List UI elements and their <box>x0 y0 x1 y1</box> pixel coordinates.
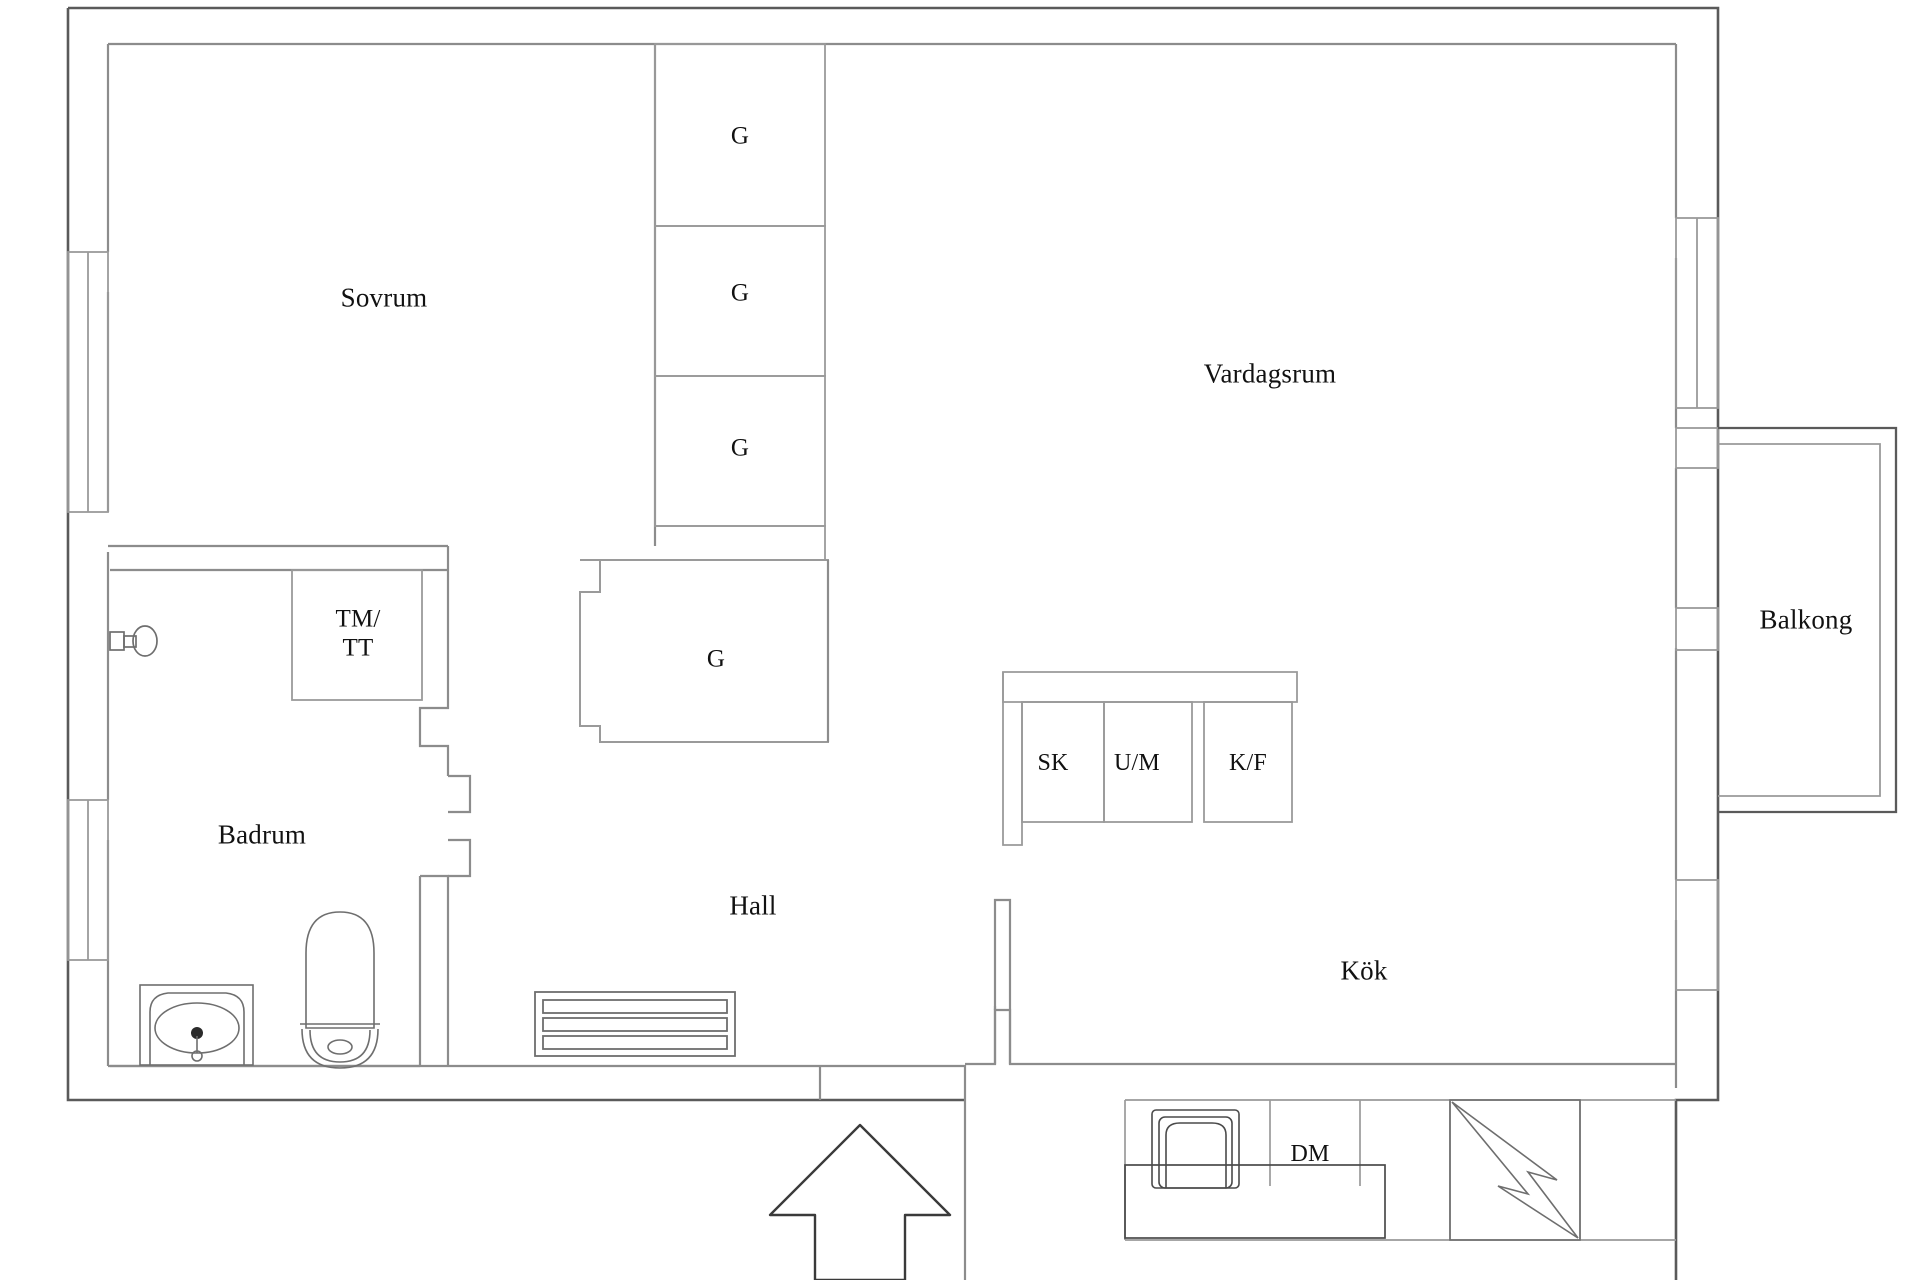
toilet-icon <box>300 911 380 1069</box>
kitchen-cabinet-run <box>1124 1099 1676 1241</box>
sovrum-walls <box>108 44 657 570</box>
kok-vertical-divider <box>993 898 1012 1064</box>
window-right-vardagsrum <box>1675 217 1719 409</box>
inner-walls <box>106 42 1678 1088</box>
window-left-badrum <box>67 799 109 961</box>
badrum-right-jog <box>448 774 472 878</box>
window-right-kok <box>1675 879 1719 991</box>
window-left-sovrum <box>67 251 109 513</box>
hall-closet-g4 <box>579 559 829 743</box>
balkong-outline <box>1718 426 1898 814</box>
balkong-rail <box>1718 443 1881 797</box>
appliance-block <box>1002 671 1298 846</box>
badrum-walls <box>110 568 450 1068</box>
kitchen-counter-icon <box>1124 1164 1386 1239</box>
tm-tt-box <box>291 569 423 701</box>
entry-vestibule-walls <box>818 1064 967 1280</box>
radiator-icon <box>534 991 736 1057</box>
kok-walls <box>965 1006 1676 1066</box>
bathroom-sink-icon <box>139 984 254 1066</box>
wardrobe-column <box>654 43 826 560</box>
balcony-door-opening <box>1675 427 1719 651</box>
shower-head-icon <box>109 625 158 657</box>
kitchen-sink-icon <box>1151 1109 1240 1189</box>
electrical-cabinet-icon <box>1449 1099 1581 1241</box>
outer-walls <box>66 6 1720 1280</box>
entrance-arrow-icon <box>768 1123 952 1280</box>
